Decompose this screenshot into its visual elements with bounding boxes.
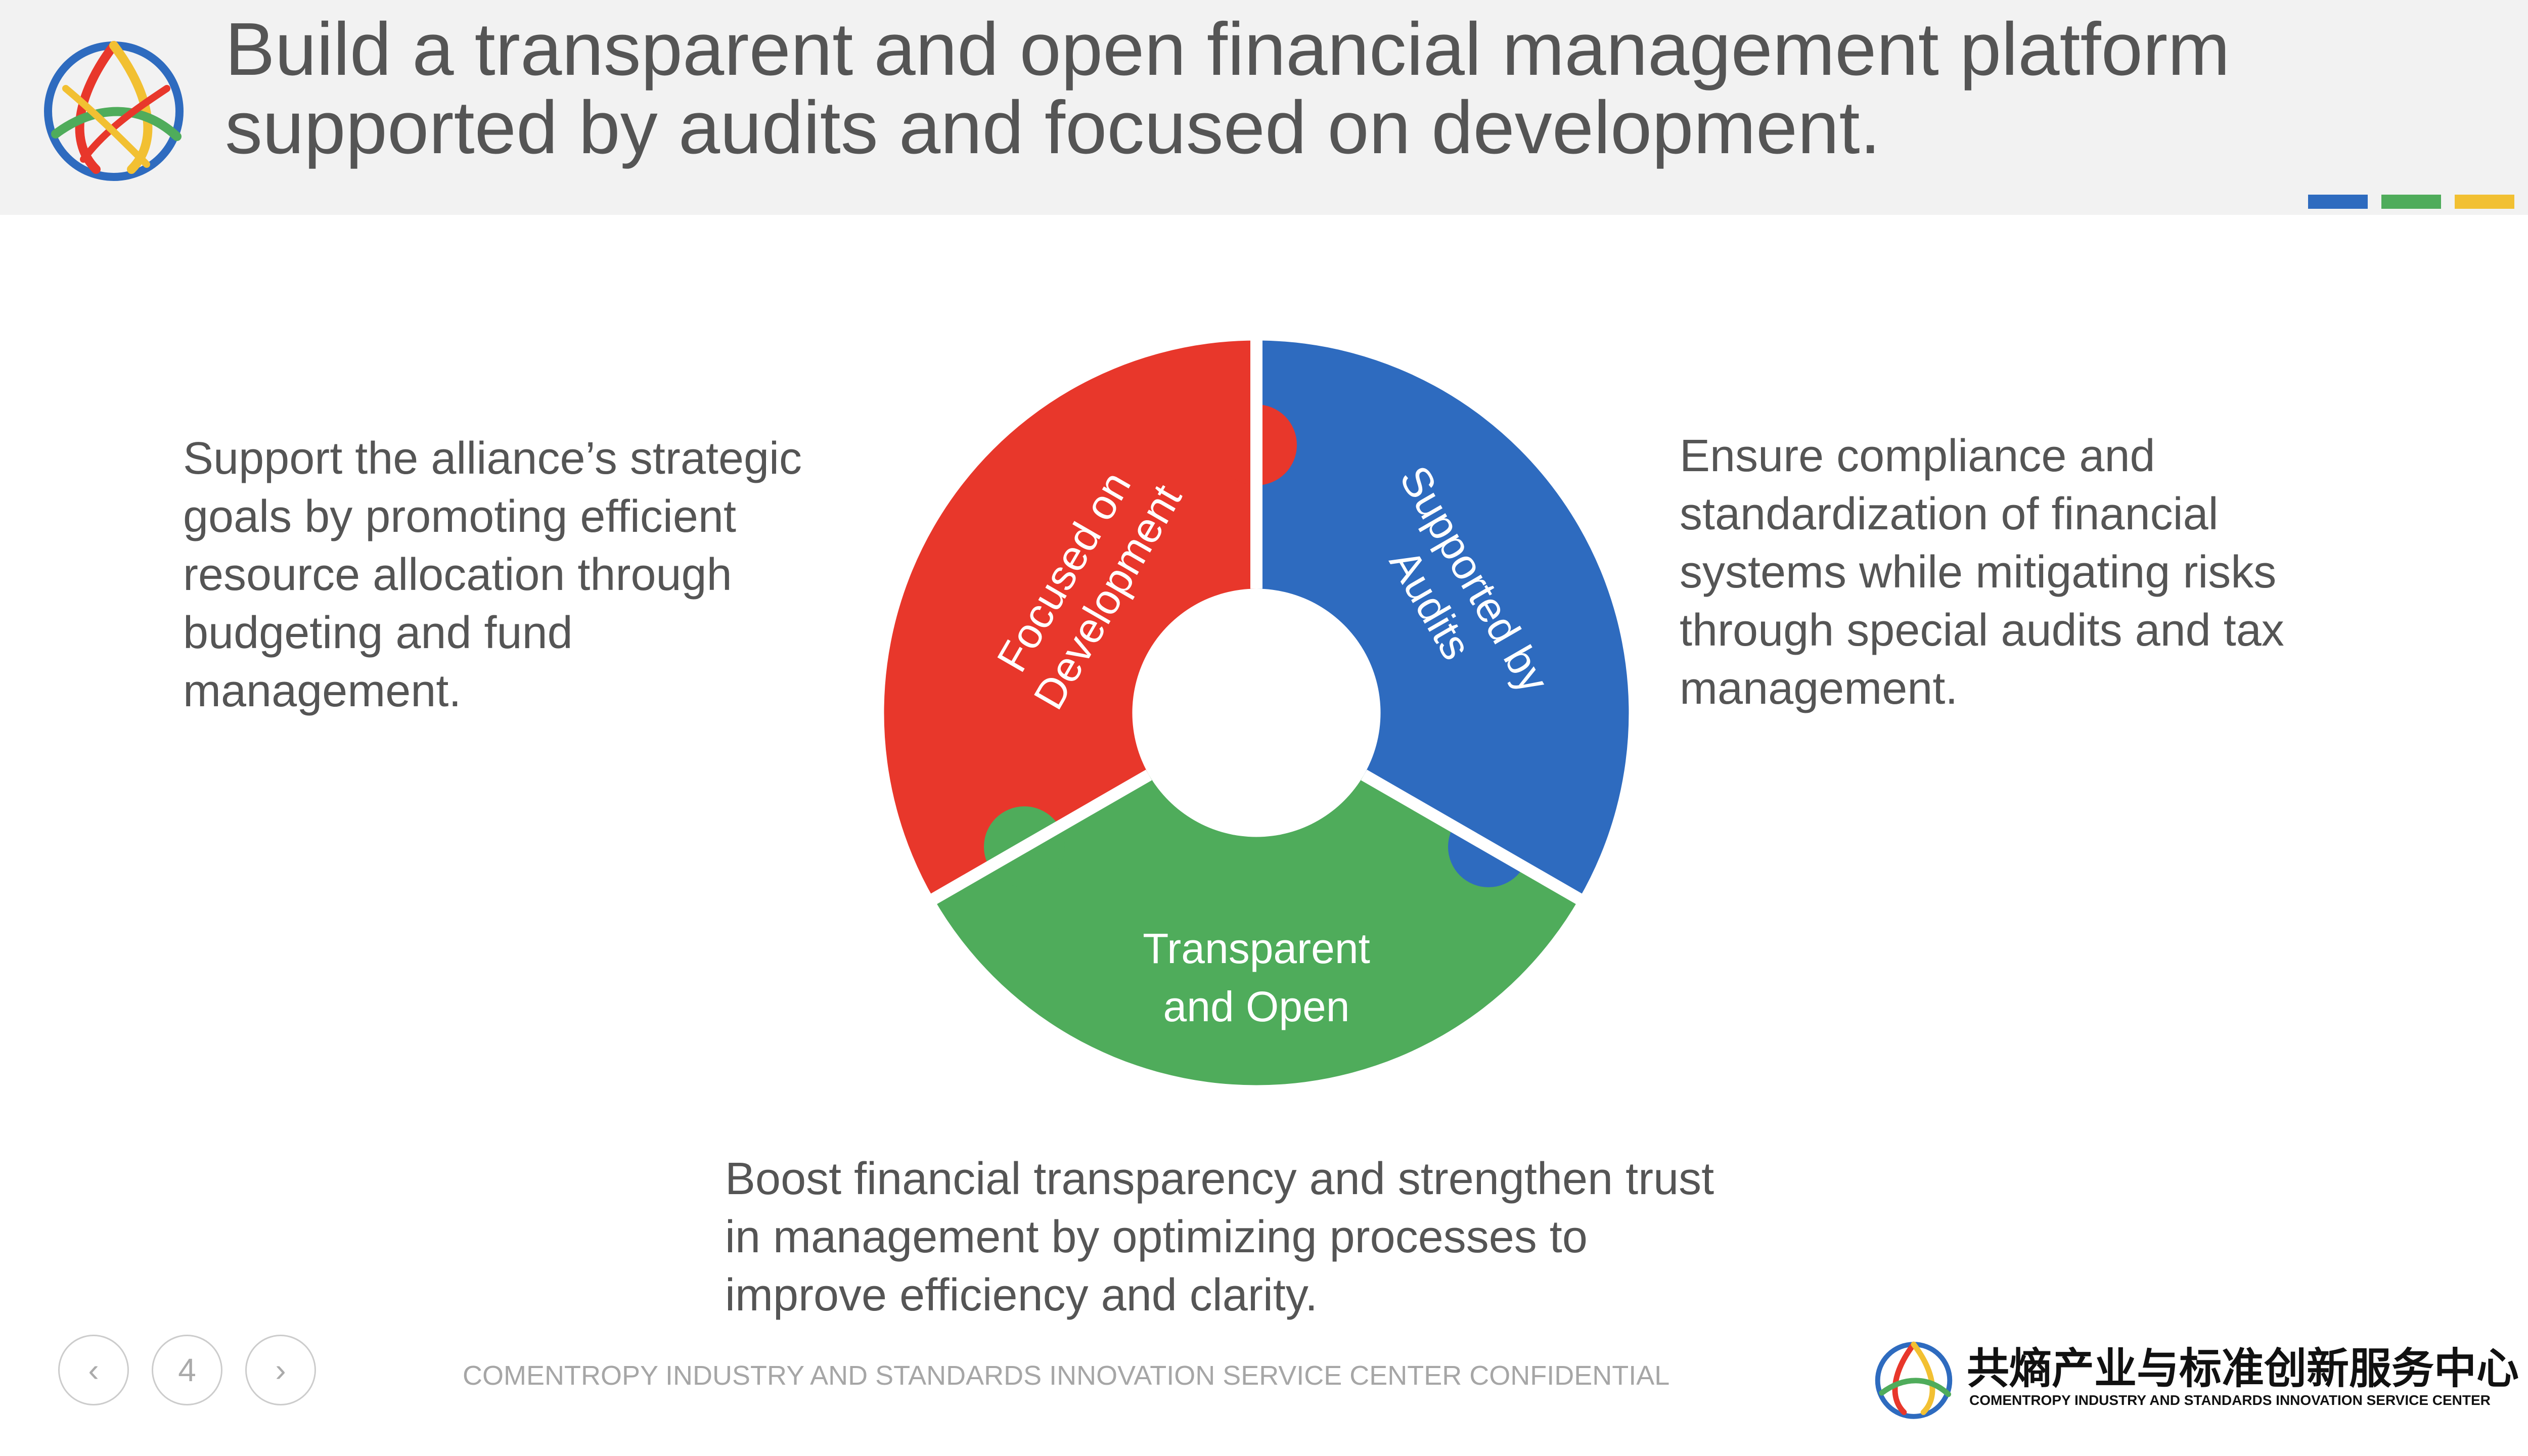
- label-transparent: Transparent and Open: [1143, 925, 1370, 1030]
- color-bar-yellow: [2455, 195, 2514, 209]
- svg-text:Transparent: Transparent: [1143, 925, 1370, 972]
- confidential-notice: COMENTROPY INDUSTRY AND STANDARDS INNOVA…: [463, 1360, 1670, 1391]
- color-bar-green: [2381, 195, 2441, 209]
- chevron-left-icon: ‹: [88, 1352, 99, 1388]
- segment-transparent: [934, 775, 1579, 1085]
- header-bar: Build a transparent and open financial m…: [0, 0, 2528, 215]
- svg-text:and Open: and Open: [1163, 983, 1350, 1030]
- org-name-english: COMENTROPY INDUSTRY AND STANDARDS INNOVA…: [1969, 1392, 2491, 1408]
- description-development: Support the alliance’s strategic goals b…: [183, 433, 802, 716]
- segment-development: [884, 340, 1256, 899]
- puzzle-ring-diagram: Focused on Development Supported by Audi…: [884, 336, 1629, 1085]
- color-bar-blue: [2308, 195, 2368, 209]
- segment-audits: [1256, 340, 1629, 899]
- org-name-chinese: 共熵产业与标准创新服务中心: [1967, 1344, 2519, 1393]
- footer-logo: [1875, 1341, 1953, 1419]
- next-page-button[interactable]: ›: [245, 1335, 316, 1405]
- page-title: Build a transparent and open financial m…: [225, 10, 2500, 167]
- comentropy-logo: [44, 41, 184, 181]
- title-line-2: supported by audits and focused on devel…: [225, 86, 1881, 169]
- title-line-1: Build a transparent and open financial m…: [225, 8, 2230, 91]
- divider-left: [927, 769, 1152, 906]
- page-number: 4: [152, 1335, 222, 1405]
- divider-right: [1361, 769, 1586, 906]
- description-transparency: Boost financial transparency and strengt…: [725, 1154, 1714, 1321]
- chevron-right-icon: ›: [275, 1352, 286, 1388]
- description-audits: Ensure compliance and standardization of…: [1680, 431, 2284, 714]
- prev-page-button[interactable]: ‹: [58, 1335, 129, 1405]
